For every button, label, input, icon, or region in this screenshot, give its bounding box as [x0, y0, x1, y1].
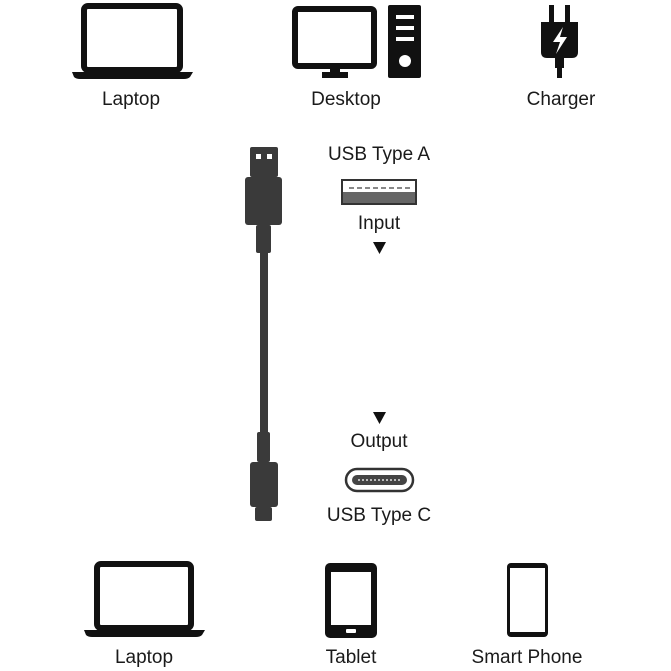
- arrow-down-icon: [373, 242, 386, 254]
- source-label-desktop: Desktop: [311, 89, 381, 110]
- usb-a-port-icon: [341, 179, 417, 205]
- output-label: Output: [350, 431, 408, 452]
- usb-c-port-icon: [344, 467, 415, 493]
- tablet-icon: [325, 563, 377, 638]
- smartphone-icon: [507, 563, 548, 637]
- arrow-down-icon: [373, 412, 386, 424]
- source-label-laptop: Laptop: [101, 89, 161, 110]
- usb-cable-icon: [245, 147, 282, 521]
- source-label-charger: Charger: [526, 89, 596, 110]
- device-label-laptop: Laptop: [114, 647, 174, 668]
- device-label-tablet: Tablet: [325, 647, 377, 668]
- output-connector-label: USB Type C: [326, 505, 432, 526]
- desktop-icon: [292, 5, 421, 78]
- charger-icon: [541, 5, 578, 78]
- device-label-phone: Smart Phone: [471, 647, 583, 668]
- laptop-icon: [84, 561, 205, 637]
- laptop-icon: [72, 3, 193, 79]
- input-connector-label: USB Type A: [327, 144, 431, 165]
- input-label: Input: [357, 213, 401, 234]
